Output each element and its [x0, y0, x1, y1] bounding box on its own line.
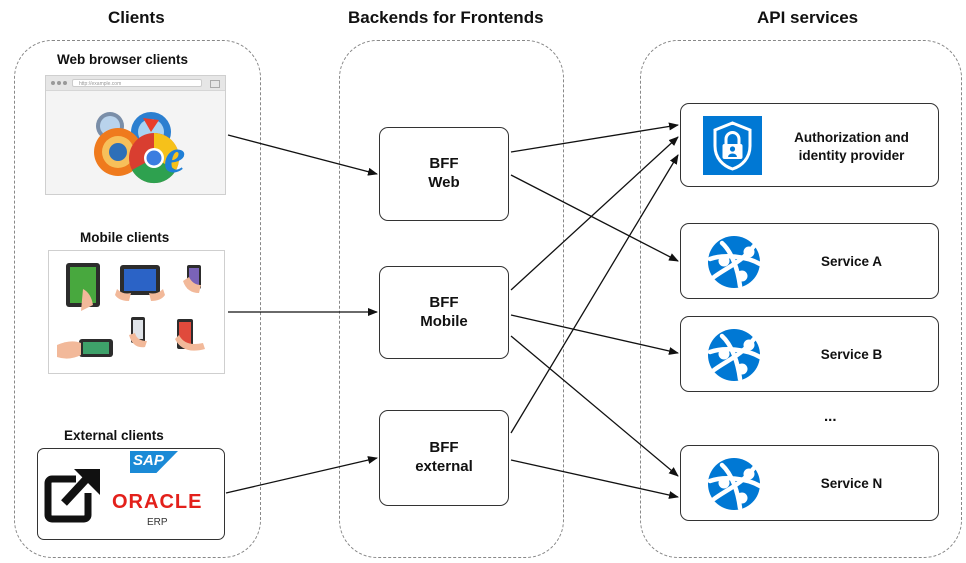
browser-toolbar: http://example.com: [46, 76, 225, 91]
oracle-logo: ORACLE: [112, 491, 203, 513]
lock-shield-icon: [703, 116, 762, 175]
mobile-devices-image: [48, 250, 225, 374]
web-clients-label: Web browser clients: [57, 52, 189, 67]
bff-external-node: BFF external: [379, 410, 509, 506]
external-clients-label: External clients: [64, 428, 164, 443]
bff-mobile-node: BFF Mobile: [379, 266, 509, 359]
bff-external-line2: external: [415, 458, 473, 475]
browser-logos-icon: e: [94, 112, 185, 184]
browser-address-bar: http://example.com: [72, 79, 202, 87]
app-service-globe-icon: [707, 236, 763, 289]
external-clients-box: SAP ORACLE ERP: [37, 448, 225, 540]
auth-label-line2: identity provider: [798, 148, 905, 164]
bff-web-line1: BFF: [429, 155, 459, 173]
sap-logo: SAP: [130, 451, 178, 473]
app-service-globe-icon: [707, 458, 763, 511]
clients-group: [14, 40, 261, 558]
service-b-node: Service B: [680, 316, 939, 392]
bff-column-title: Backends for Frontends: [348, 8, 544, 27]
bff-web-line2: Web: [428, 174, 460, 191]
app-service-globe-icon: [707, 329, 763, 382]
mobile-devices-icon: [57, 263, 205, 359]
bff-mobile-line1: BFF: [429, 293, 459, 311]
web-browser-image: http://example.com e: [45, 75, 226, 195]
auth-label-line1: Authorization and: [794, 130, 909, 145]
api-column-title: API services: [757, 8, 859, 27]
external-link-icon: [44, 469, 100, 523]
service-a-node: Service A: [680, 223, 939, 299]
mobile-clients-label: Mobile clients: [80, 230, 170, 245]
service-b-label: Service B: [820, 347, 883, 362]
bff-mobile-line2: Mobile: [420, 312, 468, 330]
service-n-node: Service N: [680, 445, 939, 521]
erp-label: ERP: [147, 517, 168, 528]
service-a-label: Service A: [820, 254, 883, 269]
service-n-label: Service N: [820, 476, 883, 491]
clients-column-title: Clients: [108, 8, 165, 27]
bff-external-line1: BFF: [429, 439, 459, 457]
bff-web-node: BFF Web: [379, 127, 509, 221]
auth-service-node: Authorization and identity provider: [680, 103, 939, 187]
svg-text:e: e: [164, 130, 185, 183]
more-services-ellipsis: ...: [824, 408, 837, 425]
